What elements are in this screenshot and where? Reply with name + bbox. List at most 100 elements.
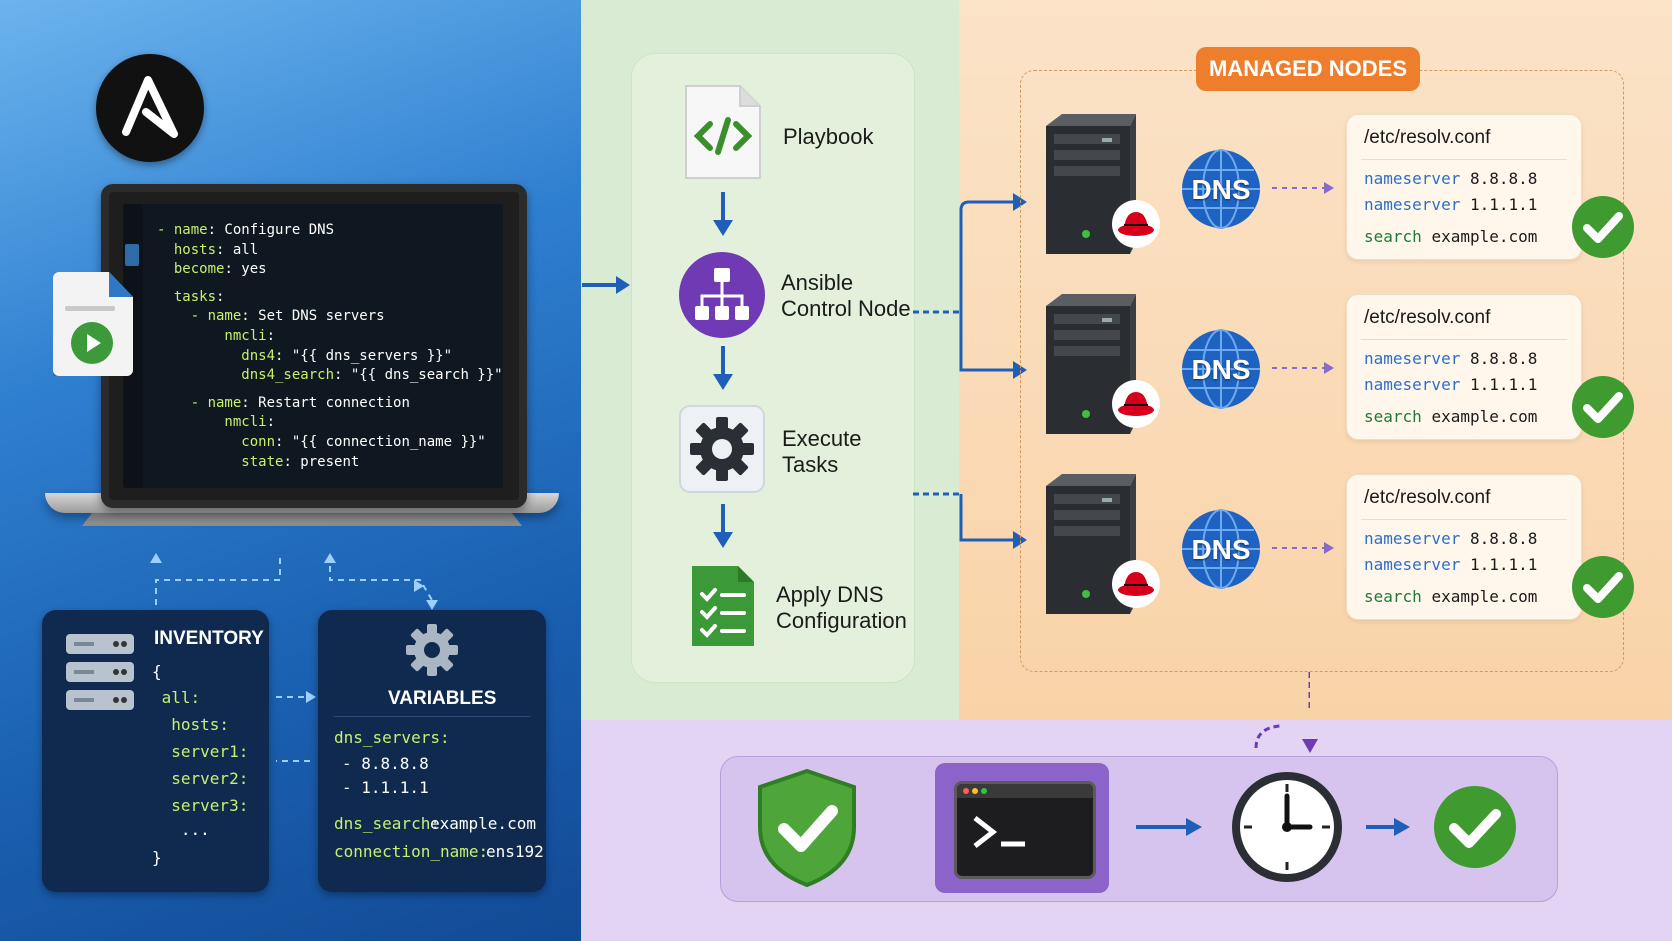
server-rack-icon	[66, 634, 134, 710]
checklist-icon	[692, 566, 754, 646]
nameserver-line: nameserver 8.8.8.8	[1364, 349, 1537, 368]
code-key: nmcli	[157, 328, 267, 344]
code-key: hosts	[157, 241, 217, 258]
code-value: : "{{ connection_name }}"	[275, 434, 486, 450]
step-apply-label-1: Apply DNS	[776, 582, 884, 607]
step-control-node-label-2: Control Node	[781, 296, 911, 321]
code-line: nmcli:	[157, 412, 275, 432]
result-connector	[1254, 672, 1310, 749]
dns-search-value: example.com	[430, 814, 536, 833]
nameserver-keyword: nameserver	[1364, 169, 1461, 188]
dns-label: DNS	[1191, 354, 1251, 385]
connection-name-value: ens192	[486, 842, 544, 861]
nameserver-line: nameserver 1.1.1.1	[1364, 375, 1537, 394]
dns-servers-key: dns_servers:	[334, 728, 450, 747]
resolv-file-name: /etc/resolv.conf	[1364, 127, 1491, 148]
node-success-check-icon	[1572, 196, 1634, 258]
nameserver-line: nameserver 1.1.1.1	[1364, 195, 1537, 214]
dns-globe-icon	[1182, 329, 1260, 409]
server-icon	[1046, 114, 1160, 254]
connection-name-key: connection_name:	[334, 842, 489, 861]
code-key: dns4_search	[157, 367, 335, 384]
step-playbook-label: Playbook	[783, 124, 874, 149]
nameserver-keyword: nameserver	[1364, 555, 1461, 574]
dashed-arrow	[1272, 542, 1334, 554]
right-arrow	[1136, 818, 1202, 836]
code-key: - name	[157, 394, 242, 411]
nameserver-value: 1.1.1.1	[1469, 195, 1538, 214]
arrow-into-workflow	[582, 276, 630, 294]
nameserver-value: 8.8.8.8	[1469, 529, 1538, 548]
code-line: - name: Set DNS servers	[157, 306, 385, 326]
dns-label: DNS	[1191, 534, 1251, 565]
terminal-icon	[954, 781, 1096, 879]
code-value: :	[266, 328, 276, 344]
search-keyword: search	[1364, 227, 1422, 246]
workflow-card	[631, 53, 915, 683]
inventory-box: INVENTORY { all: hosts: server1: server2…	[42, 610, 269, 892]
nameserver-value: 1.1.1.1	[1469, 375, 1538, 394]
step-apply-label-2: Configuration	[776, 608, 907, 633]
playbook-editor: - name: Configure DNS hosts: all become:…	[123, 204, 503, 488]
execute-gear-icon	[679, 405, 765, 493]
dashed-arrow	[1272, 182, 1334, 194]
gutter-marker	[125, 244, 139, 266]
code-line: dns4: "{{ dns_servers }}"	[157, 346, 452, 366]
code-key: state	[157, 453, 284, 470]
server-icon	[1046, 294, 1160, 434]
code-value: :	[216, 288, 225, 305]
ansible-logo-icon	[96, 54, 204, 162]
code-line: conn: "{{ connection_name }}"	[157, 432, 486, 452]
success-check-icon	[1434, 786, 1516, 868]
down-arrow-small	[1302, 739, 1318, 753]
code-value: : all	[216, 241, 259, 258]
inventory-line: server2:	[152, 769, 249, 788]
down-arrow	[713, 192, 733, 236]
inventory-line: hosts:	[152, 715, 230, 734]
nameserver-keyword: nameserver	[1364, 529, 1461, 548]
nameserver-line: nameserver 8.8.8.8	[1364, 529, 1537, 548]
down-arrow	[713, 346, 733, 390]
variables-box: VARIABLES dns_servers: - 8.8.8.8 - 1.1.1…	[318, 610, 546, 892]
dns-search-key: dns_search:	[334, 814, 440, 833]
dns-label: DNS	[1191, 174, 1251, 205]
step-execute-label-1: Execute	[782, 426, 862, 451]
code-key: become	[157, 261, 225, 278]
search-value: example.com	[1431, 227, 1538, 246]
inventory-line: {	[152, 662, 162, 681]
code-key: - name	[157, 308, 242, 325]
inventory-line: }	[152, 848, 162, 867]
code-line: - name: Restart connection	[157, 393, 410, 413]
code-key: conn	[157, 434, 276, 450]
search-line: search example.com	[1364, 407, 1537, 426]
nameserver-value: 8.8.8.8	[1469, 169, 1538, 188]
search-keyword: search	[1364, 407, 1422, 426]
step-control-node-label-1: Ansible	[781, 270, 854, 295]
code-value: : present	[283, 453, 360, 470]
search-value: example.com	[1431, 587, 1538, 606]
nameserver-keyword: nameserver	[1364, 375, 1461, 394]
resolv-file-name: /etc/resolv.conf	[1364, 307, 1491, 328]
nameserver-value: 1.1.1.1	[1469, 555, 1538, 574]
editor-gutter	[123, 204, 143, 488]
code-file-icon	[685, 85, 761, 179]
code-key: tasks	[157, 288, 217, 305]
dns-server-item: - 8.8.8.8	[342, 754, 429, 773]
dns-server-item: - 1.1.1.1	[342, 778, 429, 797]
search-keyword: search	[1364, 587, 1422, 606]
right-arrow	[1366, 818, 1410, 836]
inventory-line: ...	[152, 820, 210, 839]
code-line: state: present	[157, 452, 359, 472]
search-value: example.com	[1431, 407, 1538, 426]
search-line: search example.com	[1364, 587, 1537, 606]
nameserver-line: nameserver 8.8.8.8	[1364, 169, 1537, 188]
server-icon	[1046, 474, 1160, 614]
laptop-screen: - name: Configure DNS hosts: all become:…	[101, 184, 527, 508]
down-arrow	[713, 504, 733, 548]
code-key: - name	[157, 222, 208, 238]
node-connectors	[913, 193, 1027, 549]
nameserver-keyword: nameserver	[1364, 349, 1461, 368]
left-connectors	[150, 553, 438, 762]
